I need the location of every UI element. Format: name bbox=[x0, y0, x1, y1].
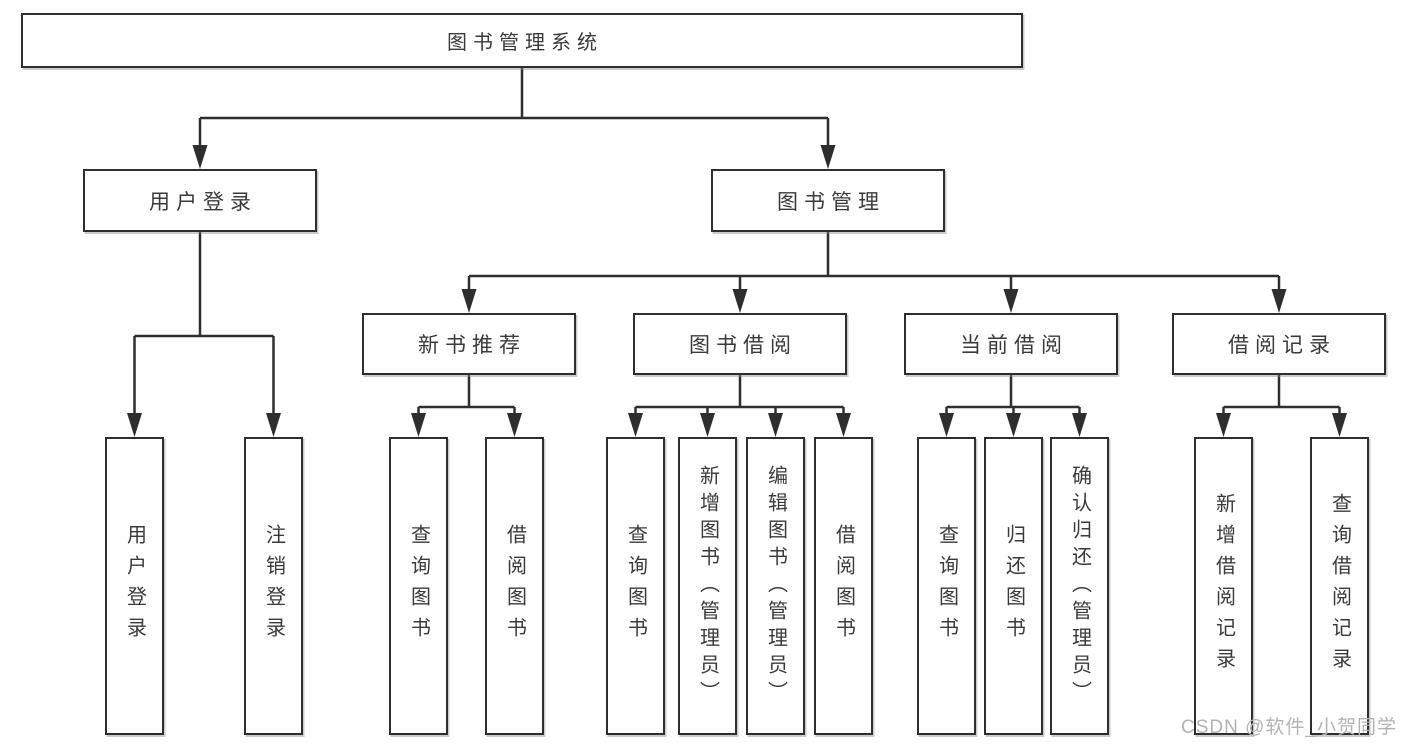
csdn-watermark: CSDN @软件_小贺同学 bbox=[1181, 717, 1397, 738]
node-new-book-recommend: 新书推荐 bbox=[362, 313, 576, 375]
arrowheads bbox=[127, 145, 1347, 437]
leaf-query-borrow-record: 查询借阅记录 bbox=[1310, 437, 1369, 735]
leaf-borrow-books-recommend: 借阅图书 bbox=[485, 437, 544, 735]
leaf-logout: 注销登录 bbox=[244, 437, 303, 735]
leaf-query-books-recommend: 查询图书 bbox=[389, 437, 448, 735]
leaf-add-book-admin: 新增图书（管理员） bbox=[678, 437, 737, 735]
leaf-borrow-books-borrowing: 借阅图书 bbox=[814, 437, 873, 735]
node-library-management-system: 图书管理系统 bbox=[21, 13, 1023, 68]
leaf-query-books-current: 查询图书 bbox=[917, 437, 976, 735]
leaf-return-book: 归还图书 bbox=[984, 437, 1043, 735]
node-borrowing-records: 借阅记录 bbox=[1172, 313, 1386, 375]
node-current-borrowing: 当前借阅 bbox=[904, 313, 1118, 375]
node-book-management-branch: 图书管理 bbox=[711, 169, 945, 232]
node-user-login-branch: 用户登录 bbox=[83, 169, 317, 232]
leaf-add-borrow-record: 新增借阅记录 bbox=[1194, 437, 1253, 735]
node-book-borrowing: 图书借阅 bbox=[633, 313, 847, 375]
leaf-user-login: 用户登录 bbox=[105, 437, 164, 735]
leaf-confirm-return-admin: 确认归还（管理员） bbox=[1050, 437, 1109, 735]
leaf-query-books-borrowing: 查询图书 bbox=[606, 437, 665, 735]
leaf-edit-book-admin: 编辑图书（管理员） bbox=[746, 437, 805, 735]
connector-paths bbox=[133, 68, 1341, 414]
